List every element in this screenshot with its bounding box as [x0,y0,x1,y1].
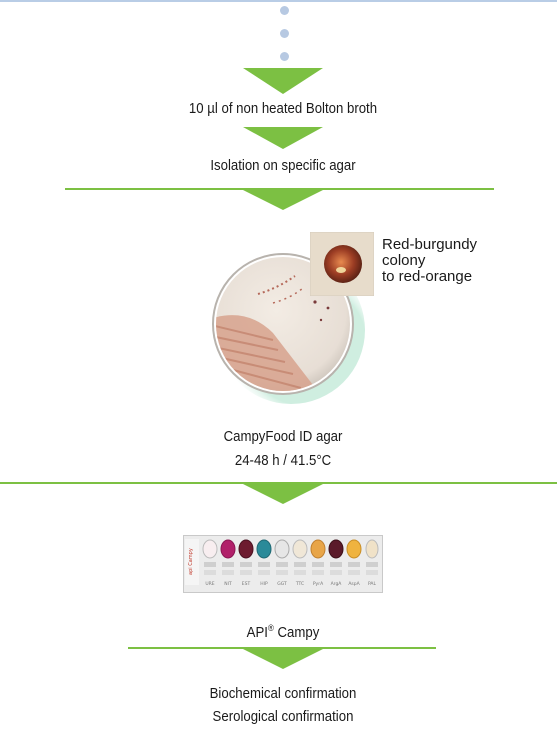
colony-callout: Red-burgundy colony to red-orange [382,237,477,285]
api-campy-strip-image: api Campy URE NIT EST HIP GGT TTC PyrA A… [183,535,383,593]
colony-callout-line: to red-orange [382,269,477,285]
api-name: API [247,624,268,641]
biochemical-confirmation-label: Biochemical confirmation [148,684,417,704]
down-arrow-icon [243,484,323,504]
well-label: TTC [295,581,304,587]
agar-incubation-label: 24-48 h / 41.5°C [175,451,391,471]
down-arrow-icon [243,127,323,149]
well-label: ArgA [331,581,343,587]
well-label: AspA [348,581,360,587]
down-arrow-icon [243,190,323,210]
broth-step-label: 10 µl of non heated Bolton broth [140,99,427,119]
well-label: HIP [260,581,268,587]
serological-confirmation-label: Serological confirmation [148,707,417,727]
well-label: PAL [368,581,377,587]
isolation-step-label: Isolation on specific agar [157,156,409,176]
api-suffix: Campy [274,624,319,641]
colony-callout-line: colony [382,253,477,269]
well-label: GGT [277,581,287,587]
well-label: URE [205,581,214,587]
down-arrow-icon [243,68,323,94]
colony-callout-line: Red-burgundy [382,237,477,253]
api-campy-label: API® Campy [192,618,373,643]
svg-text:api Campy: api Campy [188,548,194,575]
down-arrow-icon [243,649,323,669]
continuation-dot [280,29,289,38]
well-label: NIT [224,581,232,587]
continuation-dot [280,52,289,61]
agar-name-label: CampyFood ID agar [175,427,391,447]
colony-closeup-image [310,232,374,296]
well-label: EST [242,581,251,587]
top-border-line [0,0,557,2]
continuation-dot [280,6,289,15]
well-label: PyrA [313,581,324,587]
